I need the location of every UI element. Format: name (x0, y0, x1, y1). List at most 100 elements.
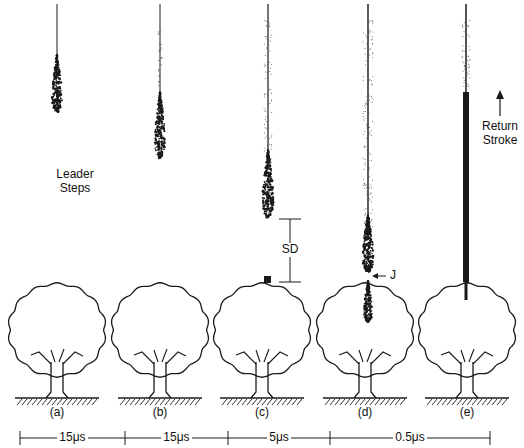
stipple-dot (55, 61, 57, 63)
stipple-dot (159, 44, 160, 45)
stipple-dot (158, 81, 159, 82)
stipple-dot (267, 167, 269, 169)
stipple-dot (264, 181, 266, 183)
stipple-dot (468, 56, 469, 57)
tree-branch (51, 350, 55, 362)
stipple-dot (364, 259, 366, 261)
stipple-dot (269, 210, 271, 212)
stipple-dot (369, 194, 370, 195)
stipple-dot (364, 313, 365, 314)
stipple-dot (371, 220, 372, 221)
panel-letter: (d) (358, 406, 373, 420)
stipple-dot (159, 157, 161, 159)
tree-branch (154, 350, 158, 362)
stipple-dot (369, 269, 371, 271)
ground-hatch (120, 399, 125, 405)
stipple-dot (268, 102, 269, 103)
stipple-dot (162, 128, 164, 130)
stipple-dot (265, 119, 266, 120)
stipple-dot (372, 39, 373, 40)
stipple-dot (57, 110, 59, 112)
stipple-dot (265, 202, 267, 204)
stipple-dot (160, 103, 162, 105)
stipple-dot (267, 127, 268, 128)
stipple-dot (264, 210, 266, 212)
stipple-dot (368, 57, 369, 58)
stipple-dot (267, 204, 269, 206)
stipple-dot (368, 256, 370, 258)
stipple-dot (155, 135, 157, 137)
stipple-dot (266, 26, 267, 27)
ground-hatch (452, 399, 457, 405)
stipple-dot (158, 144, 160, 146)
stipple-dot (368, 160, 369, 161)
stipple-dot (271, 112, 272, 113)
stipple-dot (364, 183, 365, 184)
stipple-dot (367, 215, 369, 217)
stipple-dot (58, 69, 60, 71)
stipple-dot (269, 184, 271, 186)
stipple-dot (264, 95, 265, 96)
ground-hatch (400, 399, 405, 405)
stipple-dot (367, 127, 368, 129)
stipple-dot (270, 207, 272, 209)
stipple-dot (158, 143, 160, 145)
ground-hatch (385, 399, 390, 405)
stipple-dot (265, 162, 266, 163)
leader-channel (465, 280, 468, 300)
stipple-dot (159, 157, 161, 159)
ground-hatch (345, 399, 350, 405)
stipple-dot (369, 266, 371, 268)
stipple-dot (264, 43, 265, 44)
stipple-dot (57, 81, 58, 82)
stipple-dot (268, 127, 269, 128)
leader-channel (367, 4, 368, 240)
ground-hatch (497, 399, 502, 405)
stipple-dot (269, 168, 272, 171)
stipple-dot (372, 180, 373, 181)
channel-glow (158, 30, 163, 94)
stipple-dot (263, 187, 265, 189)
stipple-dot (268, 125, 269, 126)
stipple-dot (56, 59, 58, 61)
tree (214, 283, 311, 405)
stipple-dot (462, 50, 463, 51)
stipple-dot (372, 43, 373, 44)
stipple-dot (370, 234, 372, 236)
tree-branch (371, 352, 391, 364)
stipple-dot (267, 158, 269, 160)
stipple-dot (364, 297, 367, 300)
ground-hatch (72, 399, 77, 405)
arrowhead (496, 90, 504, 99)
stipple-dot (364, 223, 365, 224)
stipple-dot (362, 251, 364, 253)
stipple-dot (269, 26, 270, 27)
stipple-dot (367, 285, 369, 287)
stipple-dot (369, 228, 371, 230)
stipple-dot (463, 77, 464, 78)
stipple-dot (465, 80, 466, 81)
stipple-dot (364, 267, 365, 268)
stipple-dot (159, 112, 161, 114)
stipple-dot (267, 156, 269, 158)
stipple-dot (56, 62, 58, 64)
ground-hatch (195, 399, 200, 405)
stipple-dot (264, 208, 266, 210)
stipple-dot (56, 95, 58, 97)
stipple-dot (372, 250, 374, 252)
stipple-dot (56, 60, 57, 61)
stipple-dot (367, 155, 368, 156)
stipple-dot (156, 120, 158, 122)
stipple-dot (367, 216, 369, 218)
stipple-dot (271, 64, 272, 65)
stipple-dot (369, 228, 371, 230)
stipple-dot (162, 142, 164, 144)
leader-tip (262, 149, 275, 219)
stipple-dot (367, 215, 369, 217)
tree-branch (469, 349, 474, 362)
stipple-dot (463, 71, 464, 72)
stipple-dot (154, 131, 156, 133)
stipple-dot (161, 44, 162, 45)
stipple-dot (371, 243, 373, 245)
ground-hatch (360, 399, 365, 405)
